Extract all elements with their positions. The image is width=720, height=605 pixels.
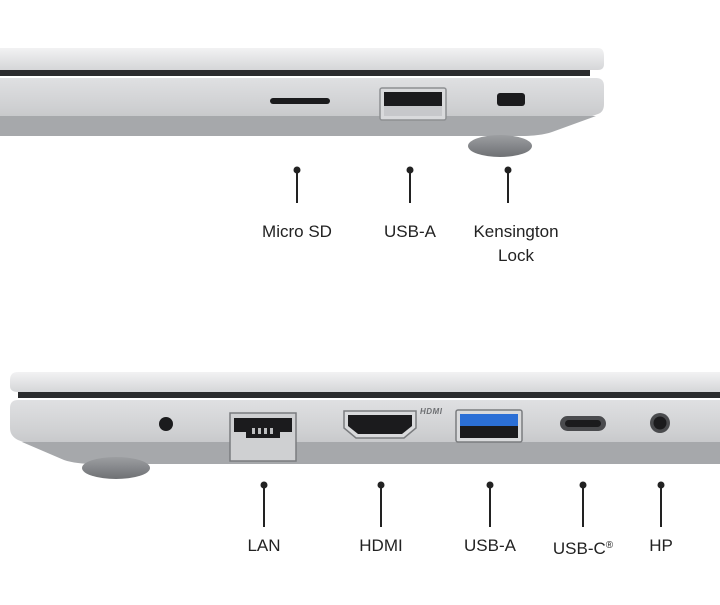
micro-sd-slot-icon	[270, 98, 330, 104]
hdmi-port-icon	[343, 410, 417, 439]
usb-a-blue-port-icon	[455, 409, 523, 443]
label-usb-a-right: USB-A	[384, 222, 436, 241]
lid-top	[0, 48, 604, 70]
rubber-foot	[82, 457, 150, 479]
left-side-leader-dots	[260, 481, 665, 489]
label-usb-a-left: USB-A	[464, 536, 516, 555]
rubber-foot	[468, 135, 532, 157]
base-bottom-edge	[22, 442, 720, 464]
lid-gap	[18, 392, 720, 398]
label-kensington-line1: Kensington	[473, 222, 559, 241]
lan-port-icon	[229, 412, 297, 462]
label-micro-sd: Micro SD	[262, 222, 332, 241]
headphone-jack-icon	[650, 413, 670, 433]
laptop-left-side	[10, 372, 720, 527]
hdmi-logo: HDMI	[420, 407, 443, 416]
label-lan: LAN	[247, 536, 281, 555]
base-bottom-edge	[0, 116, 596, 136]
lid-top	[10, 372, 720, 392]
power-indicator-icon	[159, 417, 173, 431]
lid-gap	[0, 70, 590, 76]
usb-c-port-icon	[560, 416, 606, 431]
label-hp: HP	[649, 536, 673, 555]
label-kensington-lock: Kensington Lock	[461, 220, 571, 268]
label-usb-c: USB-C®	[533, 534, 633, 561]
registered-mark: ®	[605, 540, 614, 551]
laptop-right-side	[0, 48, 604, 203]
usb-a-port-icon	[379, 87, 447, 121]
label-kensington-line2: Lock	[498, 246, 534, 265]
left-side-leader-lines	[263, 485, 662, 527]
label-hdmi: HDMI	[359, 536, 403, 555]
kensington-lock-slot-icon	[497, 93, 525, 106]
right-side-leader-lines	[296, 170, 509, 203]
label-usb-c-text: USB-C	[552, 539, 606, 558]
right-side-leader-dots	[293, 166, 512, 174]
